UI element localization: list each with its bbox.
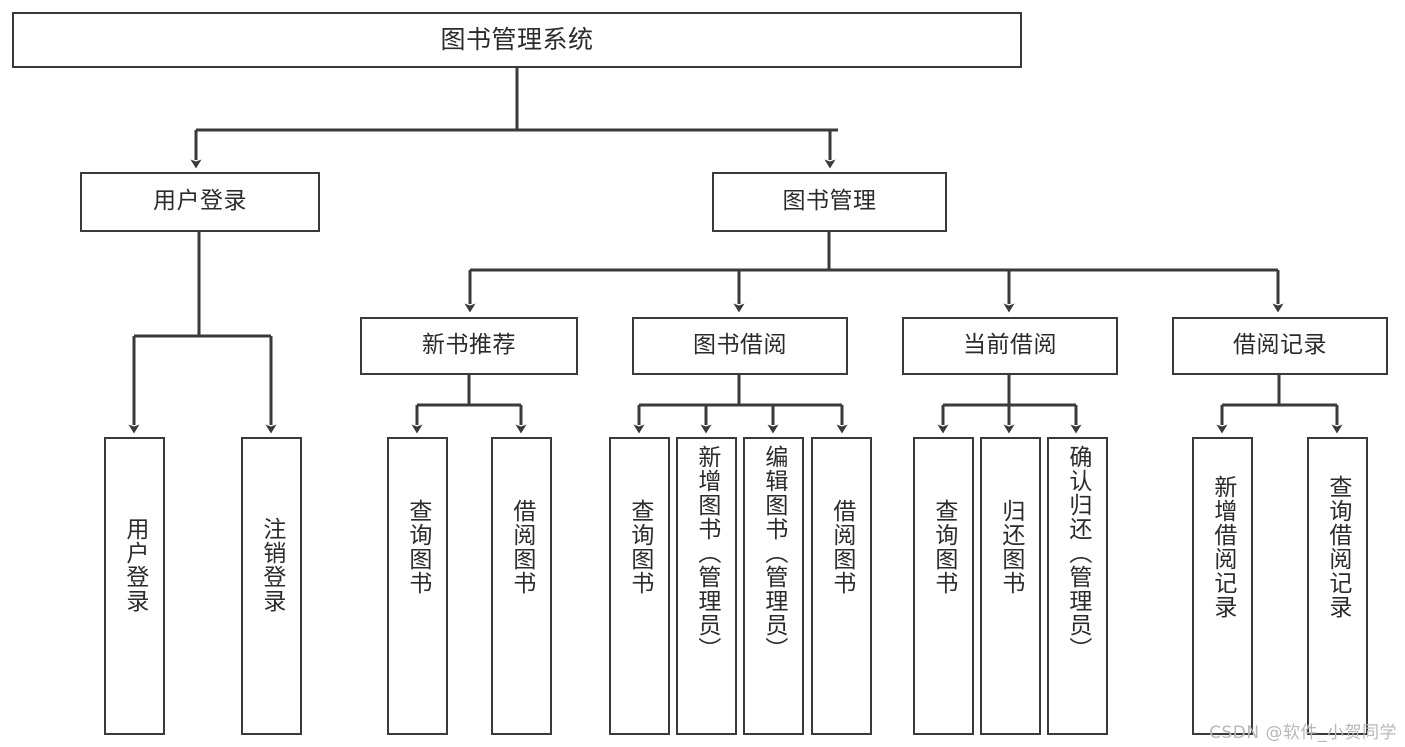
- node-label: 注销登录: [258, 517, 285, 613]
- leaf-borrowrecord-query-record[interactable]: 查询借阅记录: [1307, 437, 1368, 735]
- node-book-management[interactable]: 图书管理: [712, 172, 947, 232]
- leaf-currentborrow-return-book[interactable]: 归还图书: [980, 437, 1041, 735]
- node-label: 图书借阅: [693, 332, 787, 359]
- node-label: 新增借阅记录: [1209, 475, 1236, 619]
- csdn-watermark: CSDN @软件_小贺同学: [1209, 723, 1397, 743]
- node-label: 图书管理: [782, 188, 877, 215]
- node-label: 新增图书（管理员）: [693, 445, 720, 661]
- leaf-bookborrow-query-book[interactable]: 查询图书: [609, 437, 670, 735]
- node-label: 查询图书: [404, 499, 431, 595]
- node-label: 查询借阅记录: [1324, 475, 1351, 619]
- leaf-newbook-query-book[interactable]: 查询图书: [387, 437, 448, 735]
- node-label: 图书管理系统: [440, 25, 594, 54]
- node-borrow-record[interactable]: 借阅记录: [1172, 317, 1388, 375]
- node-new-book-recommend[interactable]: 新书推荐: [360, 317, 578, 375]
- leaf-bookborrow-edit-book-admin[interactable]: 编辑图书（管理员）: [743, 437, 804, 735]
- leaf-logout[interactable]: 注销登录: [241, 437, 302, 735]
- leaf-user-login[interactable]: 用户登录: [104, 437, 165, 735]
- node-label: 归还图书: [997, 499, 1024, 595]
- node-label: 当前借阅: [963, 332, 1057, 359]
- node-label: 新书推荐: [422, 332, 516, 359]
- node-label: 查询图书: [930, 499, 957, 595]
- leaf-bookborrow-borrow-book[interactable]: 借阅图书: [811, 437, 872, 735]
- leaf-currentborrow-confirm-return-admin[interactable]: 确认归还（管理员）: [1047, 437, 1108, 735]
- node-label: 查询图书: [626, 499, 653, 595]
- node-label: 用户登录: [121, 517, 148, 613]
- node-label: 用户登录: [153, 188, 247, 215]
- leaf-currentborrow-query-book[interactable]: 查询图书: [913, 437, 974, 735]
- node-label: 借阅记录: [1233, 332, 1327, 359]
- node-label: 编辑图书（管理员）: [760, 445, 787, 661]
- leaf-newbook-borrow-book[interactable]: 借阅图书: [491, 437, 552, 735]
- node-root-book-management-system[interactable]: 图书管理系统: [12, 12, 1022, 68]
- node-label: 借阅图书: [828, 499, 855, 595]
- node-current-borrow[interactable]: 当前借阅: [902, 317, 1118, 375]
- leaf-bookborrow-add-book-admin[interactable]: 新增图书（管理员）: [676, 437, 737, 735]
- node-label: 确认归还（管理员）: [1064, 445, 1091, 661]
- node-user-login[interactable]: 用户登录: [80, 172, 320, 232]
- leaf-borrowrecord-add-record[interactable]: 新增借阅记录: [1192, 437, 1253, 735]
- node-label: 借阅图书: [508, 499, 535, 595]
- node-book-borrow[interactable]: 图书借阅: [632, 317, 848, 375]
